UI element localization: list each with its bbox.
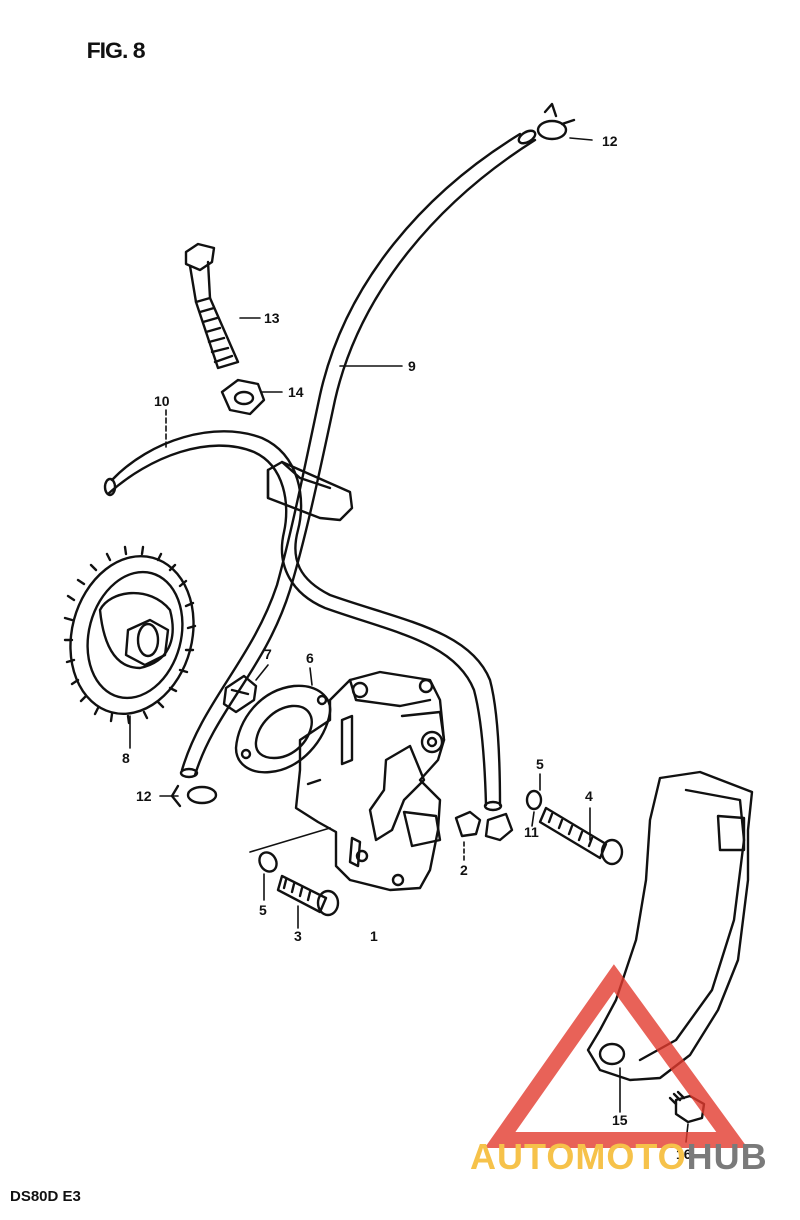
screw-4 (525, 789, 624, 866)
watermark-brand-part2: HUB (686, 1136, 768, 1177)
watermark-triangle (484, 964, 748, 1148)
callout-5-right: 5 (536, 756, 544, 772)
cover-15 (586, 770, 754, 1082)
callout-16: 16 (676, 1146, 692, 1162)
callout-7: 7 (264, 646, 272, 662)
callout-13: 13 (264, 310, 280, 326)
gear-8 (63, 545, 197, 725)
watermark-brand: AUTOMOTOHUB (470, 1136, 768, 1178)
model-code: DS80D E3 (10, 1188, 81, 1205)
callout-5-left: 5 (259, 902, 267, 918)
callout-8: 8 (122, 750, 130, 766)
callout-15: 15 (612, 1112, 628, 1128)
nut-14 (220, 378, 266, 416)
callout-14: 14 (288, 384, 304, 400)
screw-3 (258, 851, 340, 917)
callout-12-top: 12 (602, 133, 618, 149)
figure-title: FIG. 8 (86, 38, 146, 63)
callout-10: 10 (154, 393, 170, 409)
oil-hose-10 (103, 430, 503, 812)
hose-holder (266, 460, 354, 522)
callout-9: 9 (408, 358, 416, 374)
callout-3: 3 (294, 928, 302, 944)
clip-12-top (536, 102, 576, 141)
callout-11: 11 (524, 824, 539, 840)
callout-2: 2 (460, 862, 468, 878)
callout-1: 1 (370, 928, 378, 944)
callout-4: 4 (585, 788, 593, 804)
plug-7 (222, 674, 258, 714)
callout-6: 6 (306, 650, 314, 666)
bolt-13 (184, 242, 240, 370)
cap-2 (454, 810, 514, 842)
bolt-16 (668, 1090, 706, 1124)
callout-12-bottom: 12 (136, 788, 152, 804)
oil-pump-1 (294, 670, 446, 892)
oil-hose-9 (179, 129, 537, 779)
watermark-brand-part1: AUTOMOTO (470, 1136, 687, 1177)
